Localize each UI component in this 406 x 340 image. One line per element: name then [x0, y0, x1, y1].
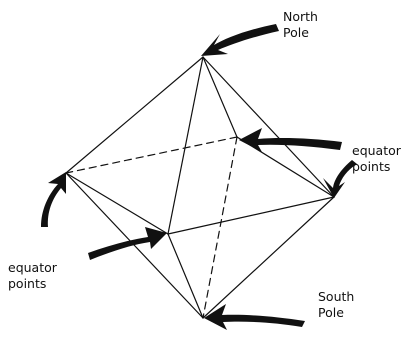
equator-left-label: equator points	[8, 260, 61, 291]
edge-south-left	[65, 172, 204, 319]
edge-north-left	[65, 56, 204, 174]
equator-right-arrow	[323, 160, 357, 198]
edge-north-back	[202, 56, 238, 138]
edge-equator-front-right	[167, 196, 335, 235]
edge-north-front	[167, 56, 204, 235]
edge-equator-back-left	[65, 136, 238, 174]
equator-back-arrow	[239, 128, 342, 152]
north-pole-arrow	[201, 24, 279, 56]
north-pole-label: North Pole	[283, 9, 322, 40]
equator-front-arrow	[88, 227, 167, 260]
edge-south-right	[202, 196, 335, 319]
edge-equator-left-front	[65, 172, 169, 235]
arrows	[41, 24, 357, 330]
labels: North Pole equator points equator points…	[8, 9, 405, 320]
edge-south-back	[202, 136, 238, 319]
equator-right-label: equator points	[352, 143, 405, 174]
octahedron	[65, 56, 335, 319]
equator-left-arrow	[41, 172, 66, 227]
edge-south-front	[167, 233, 204, 319]
south-pole-label: South Pole	[318, 289, 358, 320]
south-pole-arrow	[204, 304, 305, 330]
edge-north-right	[202, 56, 335, 198]
